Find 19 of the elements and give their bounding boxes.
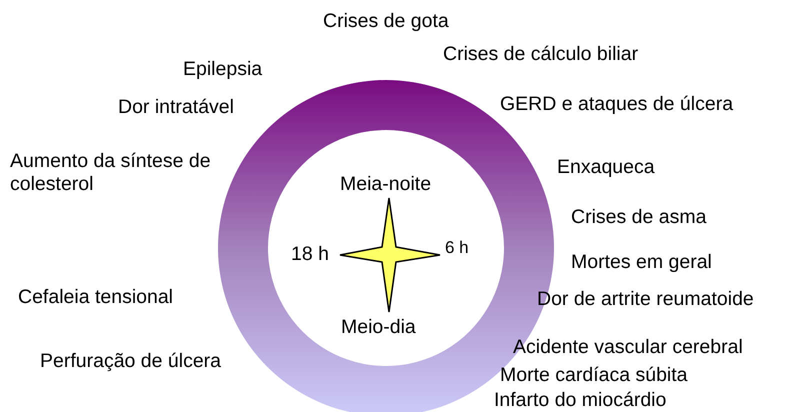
label: Dor intratável [118, 96, 234, 119]
label: Aumento da síntese de colesterol [10, 150, 212, 196]
label: GERD e ataques de úlcera [500, 93, 734, 116]
label: Meia-noite [340, 173, 432, 196]
label: Crises de gota [323, 10, 449, 33]
label: Infarto do miocárdio [494, 389, 666, 412]
label: Dor de artrite reumatoide [537, 288, 754, 311]
label: Morte cardíaca súbita [500, 364, 688, 387]
label: Epilepsia [183, 58, 262, 81]
label: 18 h [291, 243, 329, 266]
label: Crises de asma [571, 206, 706, 229]
label: 6 h [445, 237, 469, 259]
label: Cefaleia tensional [18, 286, 174, 309]
label: Acidente vascular cerebral [513, 336, 743, 359]
label: Perfuração de úlcera [40, 350, 222, 373]
label: Mortes em geral [571, 251, 712, 274]
label: Crises de cálculo biliar [443, 43, 638, 66]
label: Enxaqueca [557, 156, 655, 179]
label: Meio-dia [341, 316, 416, 339]
